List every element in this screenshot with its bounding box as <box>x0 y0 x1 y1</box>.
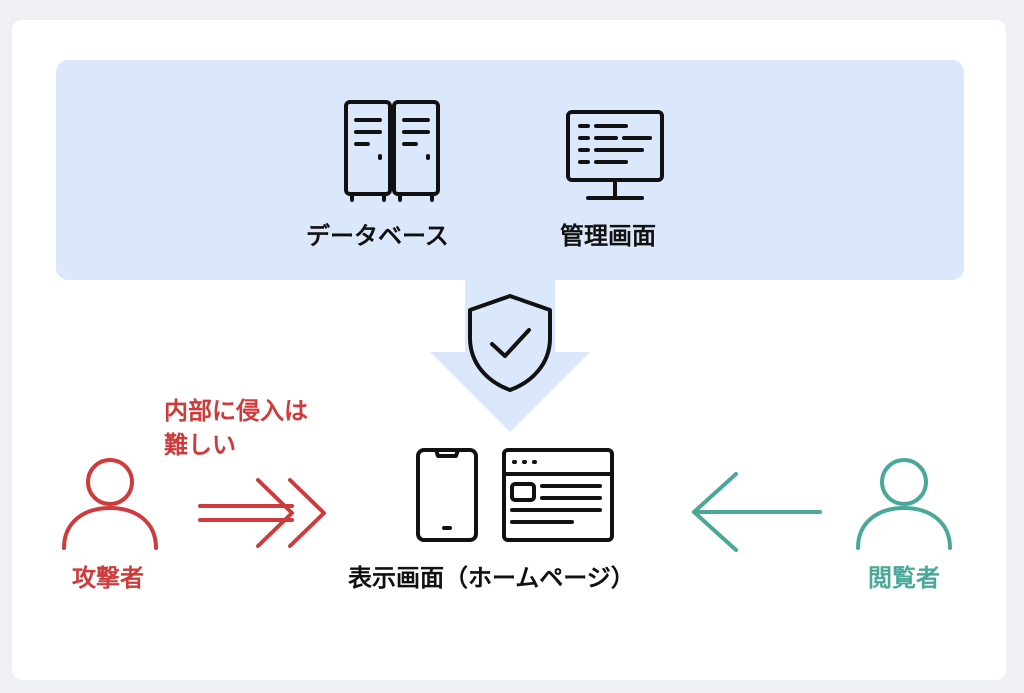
browser-window-icon <box>502 448 614 542</box>
frontend-label: 表示画面（ホームページ） <box>348 564 635 592</box>
shield-check-icon <box>468 294 552 392</box>
monitor-icon <box>566 110 664 200</box>
smartphone-icon <box>416 448 478 542</box>
server-icon <box>344 100 440 202</box>
attacker-label: 攻撃者 <box>72 564 144 592</box>
intrusion-note: 内部に侵入は 難しい <box>164 394 308 462</box>
viewer-label: 閲覧者 <box>868 564 940 592</box>
intrusion-note-line2: 難しい <box>164 431 236 459</box>
viewer-person-icon <box>856 458 952 550</box>
database-label: データベース <box>306 222 449 250</box>
attacker-person-icon <box>62 458 158 550</box>
backend-panel <box>56 60 964 280</box>
intrusion-note-line1: 内部に侵入は <box>164 397 308 425</box>
admin-screen-label: 管理画面 <box>560 222 656 250</box>
left-arrow-icon <box>692 472 822 552</box>
double-chevron-arrow-icon <box>198 478 326 548</box>
